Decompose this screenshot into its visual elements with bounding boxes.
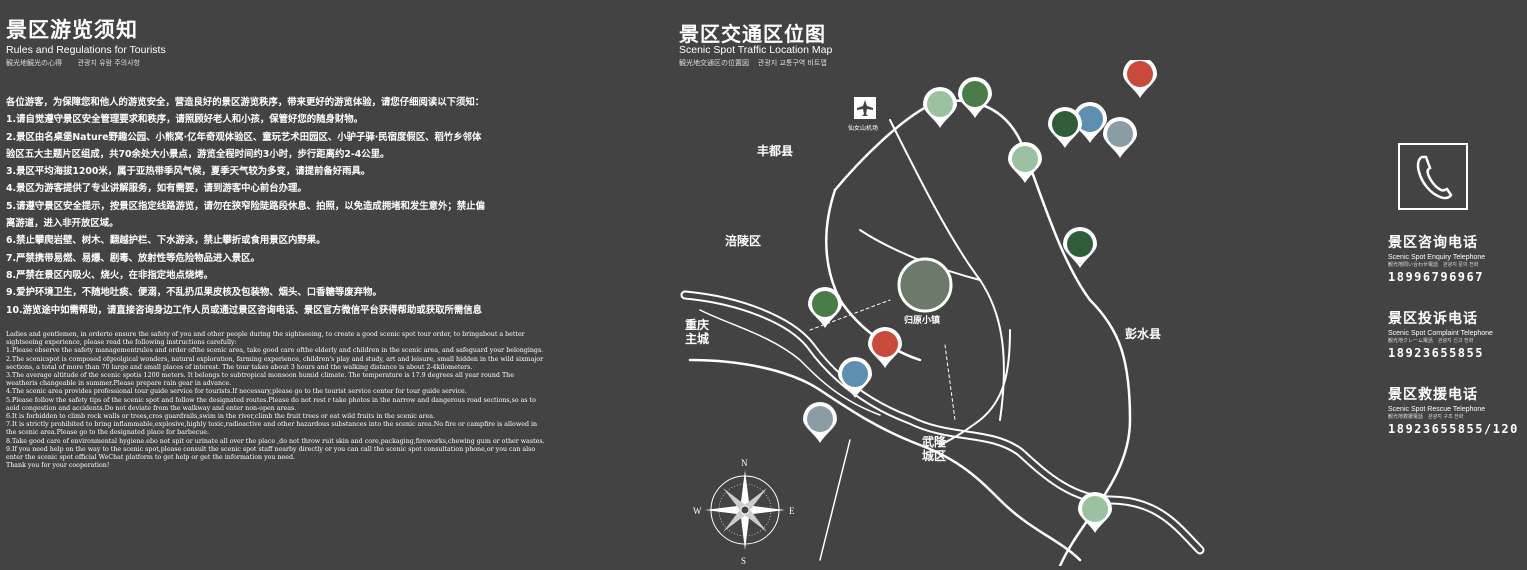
contact-number[interactable]: 18923655855: [1388, 346, 1484, 360]
north-link: [699, 309, 881, 416]
map-title: 景区交通区位图: [679, 22, 826, 46]
compass-n: N: [741, 458, 748, 468]
english-rule-line: 2.The scenicspot is composed ofgeolgical…: [6, 355, 544, 371]
guiyuan-town-marker: [897, 257, 953, 313]
airport-icon: [854, 97, 876, 119]
compass-rose-icon: N S W E: [693, 458, 795, 566]
english-rule-line: 8.Take good care of environmental hygien…: [6, 437, 545, 445]
east-loop-road: [833, 99, 1132, 568]
contact-number[interactable]: 18923655855/120: [1388, 422, 1519, 436]
compass-e: E: [789, 506, 795, 516]
south-link: [819, 439, 851, 561]
chinese-rule-line: 2.景区由名桌堡Nature野趣公园、小熊窝·亿年奇观体验区、童玩艺术田园区、小…: [6, 131, 482, 143]
map-pin-icon: [923, 87, 957, 128]
label-guiyuan-town: 归原小镇: [904, 316, 941, 326]
map-pin-icon: [1073, 102, 1107, 143]
chinese-rule-line: 验区五大主题片区组成，共70余处大小景点，游览全程时间约3小时，步行距离约2-4…: [6, 148, 390, 160]
map-pin-icon: [1008, 142, 1042, 183]
contact-title: 景区救援电话: [1388, 387, 1478, 403]
lower-road: [688, 358, 1082, 562]
english-rule-line: Ladies and gentlemen, in orderto ensure …: [6, 331, 525, 347]
compass-s: S: [741, 556, 746, 566]
label-airport: 仙女山机场: [848, 125, 879, 132]
rules-panel: 景区游览须知 Rules and Regulations for Tourist…: [0, 0, 560, 566]
traffic-location-map: N S W E 丰都县 涪陵区 彭水县 重庆主城 武隆城区 归原小镇 仙女山机场: [660, 57, 1230, 568]
chinese-rule-line: 5.请遵守景区安全提示，按景区指定线路游览，请勿在狭窄险陡路段休息、拍照，以免造…: [6, 200, 485, 212]
dashed-route-2: [944, 344, 956, 421]
map-subtitle-jp-kr: 観光地交通区の位置図 관광지 교통구역 비트맵: [679, 58, 827, 68]
contact-title: 景区咨询电话: [1388, 235, 1478, 251]
chinese-rules-list: 各位游客，为保障您和他人的游览安全，营造良好的景区游览秩序，带来更好的游览体验，…: [6, 94, 554, 319]
rules-subtitle-kr: 관광지 유람 주의사항: [77, 59, 140, 67]
contact-title-jp-kr: 観光地救援電話 관광지 구조 전화: [1388, 414, 1464, 420]
contact-title-jp-kr: 観光地問い合わせ電話 관광지 문의 전화: [1388, 262, 1479, 268]
region-fuling: 涪陵区: [725, 234, 762, 248]
english-rule-line: 9.If you need help on the way to the sce…: [6, 445, 536, 462]
english-rule-line: 4.The scenic area provides professional …: [6, 388, 467, 396]
map-pin-icon: [1123, 57, 1157, 98]
english-rule-line: 7.It is strictly prohibited to bring inf…: [6, 421, 538, 437]
english-rule-line: 1.Please observe the safety managementru…: [6, 347, 544, 355]
region-fengdu: 丰都县: [757, 144, 794, 158]
chinese-rule-line: 3.景区平均海拔1200米，属于亚热带季风气候，夏季天气较为多变，请提前备好雨具…: [6, 166, 371, 178]
south-road: [939, 329, 1011, 446]
map-pin-icon: [1048, 107, 1082, 148]
map-pin-icon: [868, 327, 902, 368]
map-pin-icon: [803, 402, 837, 443]
chinese-rule-line: 离游道，进入非开放区域。: [6, 218, 119, 230]
region-pengshui: 彭水县: [1125, 327, 1162, 341]
phone-icon: [1398, 143, 1468, 210]
english-rule-line: 6.It is forbidden to climb rock walls or…: [6, 413, 436, 421]
compass-w: W: [693, 506, 702, 516]
map-pin-icon: [838, 357, 872, 398]
english-rules-list: Ladies and gentlemen, in orderto ensure …: [6, 331, 546, 470]
chinese-rule-line: 10.游览途中如需帮助，请直接咨询身边工作人员或通过景区咨询电话、景区官方微信平…: [6, 304, 482, 316]
phone-handset-svg: [1416, 155, 1453, 200]
contact-title-en: Scenic Spot Complaint Telephone: [1388, 330, 1493, 337]
chinese-rule-line: 8.严禁在景区内吸火、烧火，在非指定地点烧烤。: [6, 269, 213, 281]
expressway: [859, 229, 981, 281]
rules-subtitle-jp: 観光地観光の心得: [6, 59, 62, 67]
chinese-rule-line: 6.禁止攀爬岩壁、树木、翻越护栏、下水游泳，禁止攀折或食用景区内野果。: [6, 235, 326, 247]
english-rule-line: 5.Please follow the safety tips of the s…: [6, 396, 536, 412]
english-rule-line: 3.The average altitude of the scenic spo…: [6, 372, 514, 388]
contact-number[interactable]: 18996796967: [1388, 270, 1484, 284]
map-subtitle-en: Scenic Spot Traffic Location Map: [679, 44, 833, 56]
map-pin-icon: [808, 287, 842, 328]
chinese-rule-line: 4.景区为游客提供了专业讲解服务，如有需要，请到游客中心前台办理。: [6, 183, 307, 195]
map-subtitle-kr: 관광지 교통구역 비트맵: [757, 59, 827, 67]
map-roads-svg: N S W E: [680, 57, 1205, 568]
map-pin-icon: [1063, 227, 1097, 268]
rules-subtitle-jp-kr: 観光地観光の心得 관광지 유람 주의사항: [6, 58, 140, 68]
rules-title: 景区游览须知: [6, 18, 138, 42]
map-pin-icon: [1103, 117, 1137, 158]
map-pin-icon: [958, 77, 992, 118]
scenic-spot-pins: [803, 57, 1157, 533]
chinese-rule-line: 1.请自觉遵守景区安全管理要求和秩序，请照顾好老人和小孩，保管好您的随身财物。: [6, 114, 363, 126]
contact-title-en: Scenic Spot Rescue Telephone: [1388, 406, 1486, 413]
rules-subtitle-en: Rules and Regulations for Tourists: [6, 44, 166, 56]
chinese-rule-line: 各位游客，为保障您和他人的游览安全，营造良好的景区游览秩序，带来更好的游览体验，…: [6, 97, 485, 108]
english-rule-line: Thank you for your cooperation!: [6, 462, 110, 470]
contact-title: 景区投诉电话: [1388, 311, 1478, 327]
region-chongqing: 重庆主城: [685, 318, 710, 346]
region-wulong: 武隆城区: [922, 435, 947, 463]
contact-title-en: Scenic Spot Enquiry Telephone: [1388, 254, 1486, 261]
map-subtitle-jp: 観光地交通区の位置図: [679, 59, 749, 67]
chinese-rule-line: 7.严禁携带易燃、易爆、剧毒、放射性等危险物品进入景区。: [6, 252, 260, 264]
contact-title-jp-kr: 観光地クレーム電話 관광지 신고 전화: [1388, 338, 1474, 344]
chinese-rule-line: 9.爱护环境卫生，不随地吐痰、便溺，不乱扔瓜果皮核及包装物、烟头、口香糖等废弃物…: [6, 287, 382, 299]
map-pin-icon: [1078, 492, 1112, 533]
